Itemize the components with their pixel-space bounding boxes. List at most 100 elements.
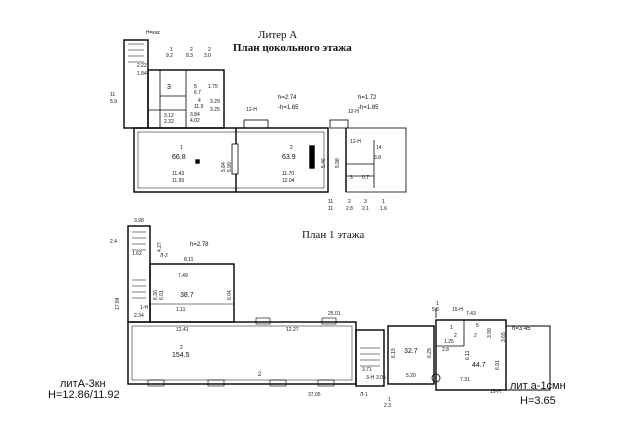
basement-plan-title: План цокольного этажа [233,42,352,54]
basement-right-annex [345,127,407,193]
room-4-num: 4 [198,98,201,104]
floor1-n15: 15-Н [452,307,463,313]
left-note-1: литА-3кн [60,378,106,390]
floor1-room-32-7-area: 32.7 [404,348,418,355]
room-5-num: 5 [194,84,197,90]
stair-left-area: 5.9 [110,99,117,105]
floor1-hall-2: 2 [258,372,262,378]
floor1-room-44-7 [435,319,507,391]
room-1-area: 66.8 [172,154,186,161]
basement-bottom-4v: 1.6 [380,206,387,212]
door-12n-a: 12-Н [246,107,257,113]
floor1-dim-3-71: 3.71 [362,367,372,373]
floor1-room-44-7-d: 6.11 [465,350,471,360]
floor1-room-32-7-w: 5.20 [406,373,416,379]
basement-main-body [133,127,329,193]
floor1-room-32-7-h: 6.19 [391,348,397,358]
basement-stair-tower [123,39,149,129]
floor1-dim-2-8: 2.8 [442,347,449,353]
floor1-l2: Л-2 [160,253,168,259]
room-1-d: 5.99 [227,162,233,172]
floor1-room-44-7-area: 44.7 [472,362,486,369]
door-12n-c: 12-Н [350,139,361,145]
basement-top-3: 2 [208,47,211,53]
stair-left-num: 11 [110,92,116,98]
basement-top-2v: 8.3 [186,53,193,59]
floor1-dim-12-41: 12.41 [176,327,189,333]
room-2-h: 5.46 [321,158,327,168]
floor1-dim-3-05: 3.05 [376,375,386,381]
room-2-w: 11.70 [282,171,295,177]
room-2-num: 2 [290,145,293,151]
floor1-room-38-7-h: 6.04 [227,290,233,300]
floor1-dim-2-3n: 1 [388,397,391,403]
floor1-small-4: 5 [476,323,479,329]
basement-top-1: 1 [170,47,173,53]
floor1-plan-title: План 1 этажа [302,229,365,241]
floor1-l1: Л-1 [360,392,368,398]
floor1-n15b: 15-Н [490,389,501,395]
room-4-w2: 4.02 [190,118,200,124]
floor1-room-32-7-d: 6.29 [427,348,433,358]
floor1-n1: 1-Н [140,305,149,311]
floor1-dim-37-05: 37.05 [308,392,321,398]
basement-small-a: 1.75 [208,84,218,90]
floor1-dim-12-27: 12.27 [286,327,299,333]
floor1-dim-4-27: 4.27 [157,242,163,252]
floor1-room-38-7-w: 6.01 [159,290,165,300]
floor1-stair-hatch [132,231,146,299]
basement-right-3v: 0.7 [362,175,369,181]
basement-small-e: 2.32 [164,119,174,125]
room-1-num: 1 [180,145,183,151]
basement-bottom-2: 2 [348,199,351,205]
floor1-dim-2-3: 2.3 [384,403,391,409]
nkas-label: Н=кас [146,30,161,36]
floor1-dim-25-01: 25.01 [328,311,341,317]
basement-top-3v: 3.0 [204,53,211,59]
basement-small-f: 3.29 [210,99,220,105]
basement-right-14: 14 [376,145,382,151]
floor1-hall-area: 154.5 [172,352,190,359]
floor1-dim-7-43: 7.43 [466,311,476,317]
floor1-small-2: 2 [454,333,457,339]
basement-small-g: 3.25 [210,107,220,113]
basement-height-2: h=1.72 [358,95,377,101]
floor1-dim-2-34: 2.34 [134,313,144,319]
floor1-dim-3-98: 3.98 [134,218,144,224]
basement-bottom-3v: 2.1 [362,206,369,212]
floor1-hall-num: 2 [180,345,183,351]
floor1-height-2: h=3.45 [512,326,531,332]
floor1-dim-5-5: 5.5 [432,307,439,313]
basement-height-1: h=2.74 [278,95,297,101]
floor1-dim-1-11: 1.11 [176,307,186,313]
liter-label: Литер А [258,29,298,41]
floor1-dim-3-99: 3.99 [487,328,493,338]
floor1-small-1: 1 [450,325,453,331]
floor1-room-44-7-h: 6.91 [495,360,501,370]
door-12n-b: 12-Н [348,109,359,115]
basement-bottom-3: 3 [364,199,367,205]
floor1-dim-8-11: 8.11 [184,257,194,263]
room-4-w: 3.84 [190,112,200,118]
basement-bottom-1: 11 [328,199,334,205]
room-1-w: 11.43 [172,171,185,177]
floor1-dim-7-49: 7.49 [178,273,188,279]
floor1-dim-5-5n: 1 [436,301,439,307]
basement-right-38: 3.8 [374,155,381,161]
room-5-area: 6.7 [194,90,201,96]
basement-top-2: 2 [190,47,193,53]
floor1-dim-3-65: 3.65 [501,332,507,342]
floor1-height-1: h=2.78 [190,242,209,248]
room-3-num: 3 [167,84,171,91]
basement-bottom-2v: 2.8 [346,206,353,212]
floor1-dim-2-4: 2.4 [110,239,117,245]
room-2-d: 5.98 [335,158,341,168]
basement-top-1v: 9.2 [166,53,173,59]
basement-stair-hatch [128,43,144,63]
right-note-2: Н=3.65 [520,395,556,407]
room-1-w2: 11.93 [172,178,185,184]
floor1-annex-a [505,325,551,391]
floor1-room-32-7 [387,325,435,385]
basement-bottom-1v: 11 [328,206,334,212]
